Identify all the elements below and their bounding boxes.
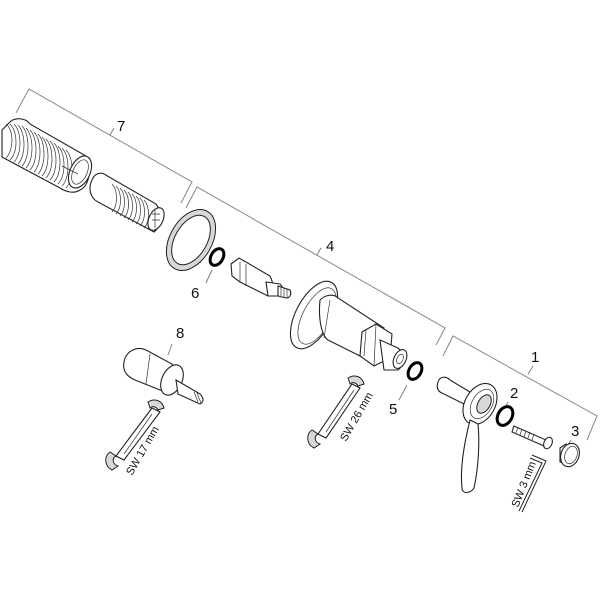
tool-socket: [123, 347, 204, 405]
wrench-sw-17: [105, 399, 165, 471]
o-ring-part-2: [495, 405, 515, 427]
label-part-6: 6: [191, 285, 199, 302]
label-part-2: 2: [510, 385, 518, 402]
leader-part-6: [205, 269, 213, 284]
lever-handle: [436, 376, 498, 494]
wrench-sw-26: [307, 375, 365, 449]
screw: [511, 425, 553, 450]
leader-part-5: [398, 384, 408, 401]
label-group-4: 4: [326, 238, 334, 255]
leader-part-8: [167, 343, 173, 356]
cartridge-spindle: [230, 257, 292, 299]
hex-key-sw-3: [518, 454, 547, 513]
label-group-1: 1: [531, 349, 539, 366]
o-ring-part-6: [208, 247, 226, 267]
bracket-group-1: [442, 335, 598, 441]
label-part-5: 5: [389, 401, 397, 418]
flat-washer: [165, 209, 217, 271]
o-ring-part-5: [406, 361, 424, 381]
label-part-3: 3: [571, 423, 579, 440]
valve-body: [289, 280, 408, 371]
extension-spindle: [89, 172, 165, 233]
label-part-8: 8: [176, 325, 184, 342]
cover-cap: [559, 442, 580, 468]
label-group-7: 7: [117, 118, 125, 135]
bracket-group-7: [15, 88, 193, 204]
threaded-sleeve: [1, 118, 93, 193]
bracket-group-4: [185, 186, 446, 346]
